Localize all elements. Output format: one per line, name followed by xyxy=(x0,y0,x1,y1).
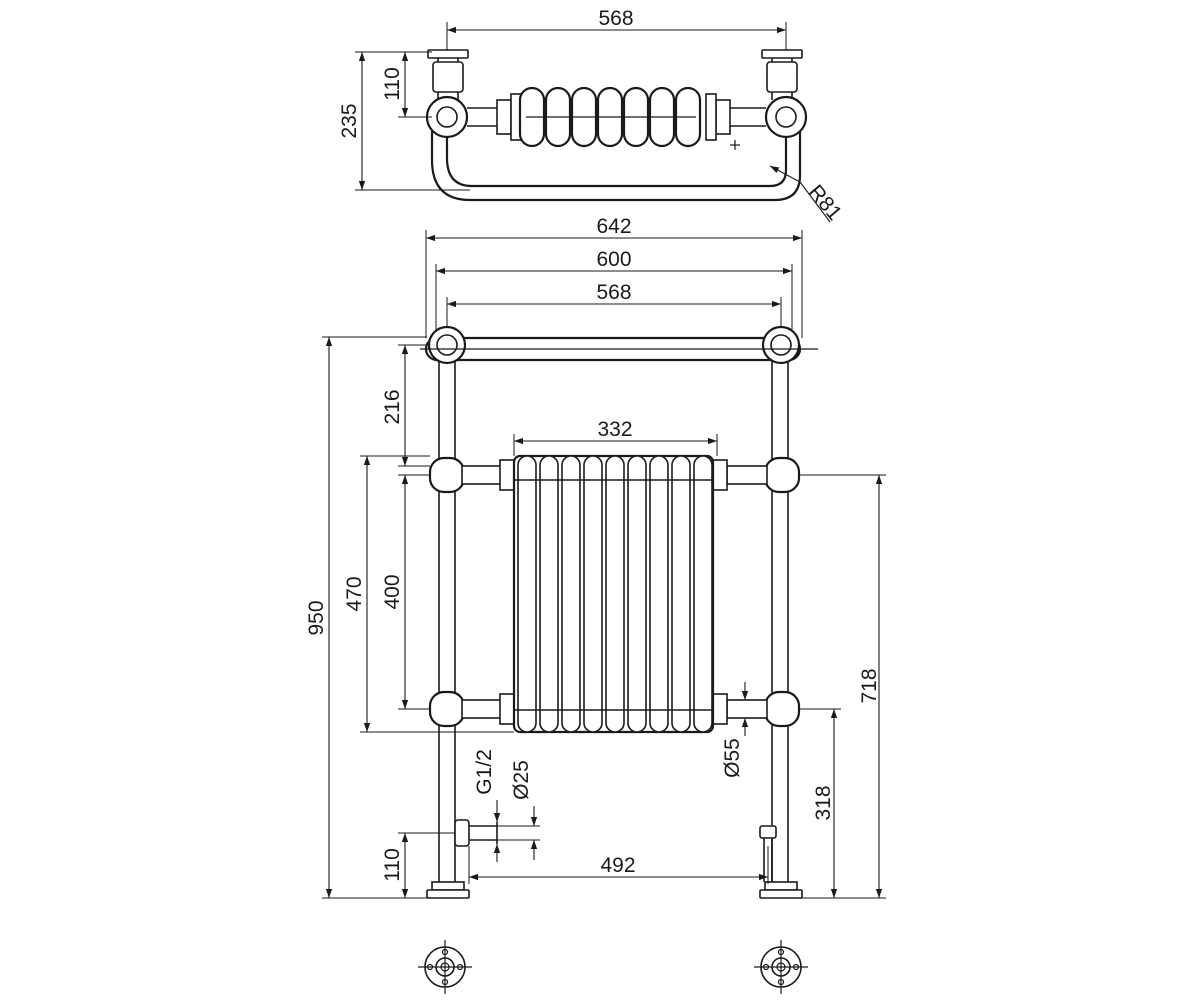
dim-centers-width: 600 xyxy=(596,248,631,271)
dim-thread: G1/2 xyxy=(473,749,496,795)
dim-radiator-centers: 400 xyxy=(381,574,404,609)
dimension-labels: 568 235 110 R81 642 600 568 332 950 216 … xyxy=(305,7,881,882)
dim-floor-centers: 492 xyxy=(600,854,635,877)
dim-top-depth: 235 xyxy=(338,103,361,138)
dimension-lines xyxy=(322,22,886,899)
dim-inlet-height: 318 xyxy=(812,785,835,820)
dim-overall-width: 642 xyxy=(596,215,631,238)
dim-radiator-height: 470 xyxy=(343,576,366,611)
dim-top-bracket: 110 xyxy=(381,67,404,100)
dim-floor-bracket: 110 xyxy=(381,848,404,881)
dim-radiator-width: 332 xyxy=(597,418,632,441)
dim-rail-offset: 216 xyxy=(381,389,404,424)
dim-valve-height: 718 xyxy=(858,668,881,703)
front-elevation xyxy=(420,325,818,899)
dim-top-width: 568 xyxy=(598,7,633,30)
dim-top-radius: R81 xyxy=(804,181,846,225)
dim-rail-width: 568 xyxy=(596,281,631,304)
plan-view xyxy=(425,49,808,202)
dim-pillar-diameter: Ø55 xyxy=(721,738,744,778)
dim-overall-height: 950 xyxy=(305,600,328,635)
floor-fixings xyxy=(418,940,808,994)
dim-inlet-diameter: Ø25 xyxy=(510,760,533,800)
